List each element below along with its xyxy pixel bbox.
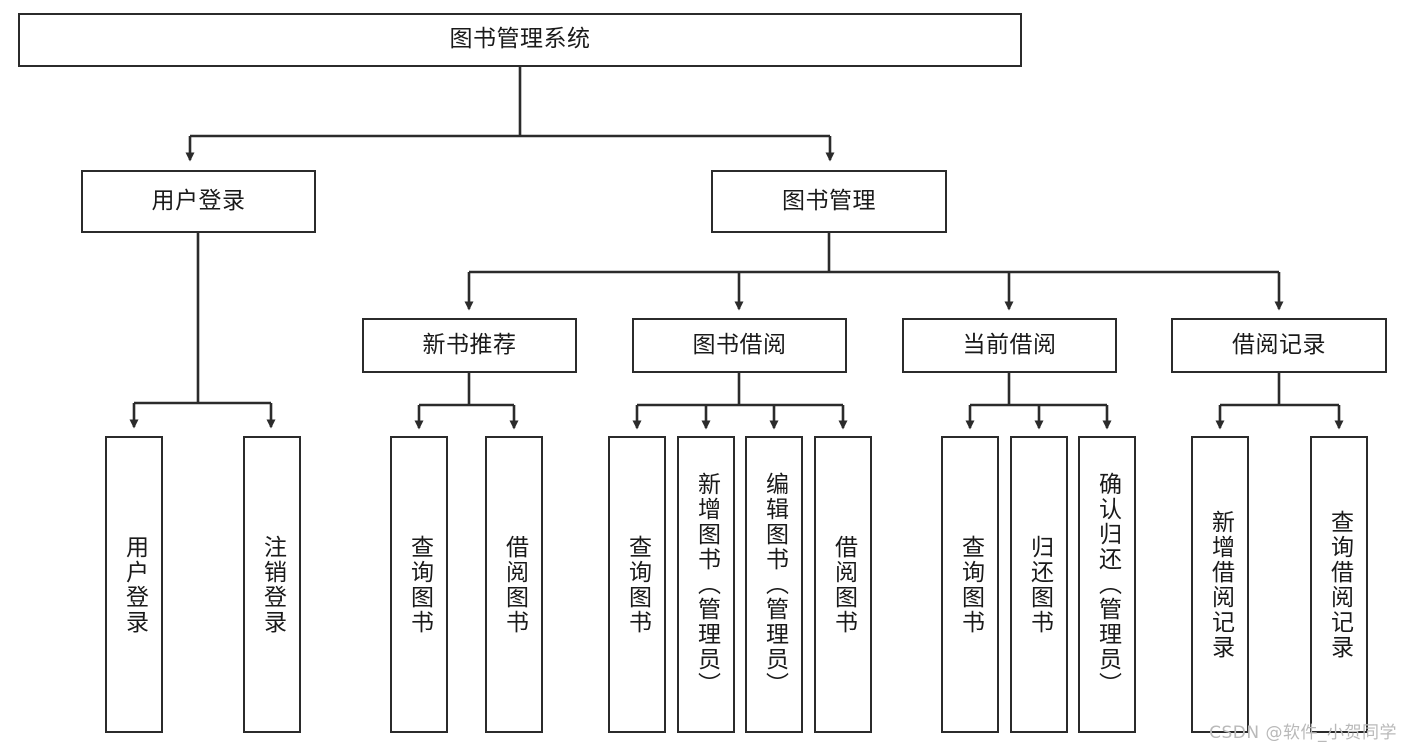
node-label: 查询图书	[624, 534, 651, 635]
node-label: 图书借阅	[692, 331, 787, 358]
node-leaf-borrow-book-1[interactable]: 借阅图书	[485, 436, 543, 733]
node-label: 借阅图书	[501, 534, 528, 635]
node-book-manage[interactable]: 图书管理	[711, 170, 947, 233]
node-label: 确认归还（管理员）	[1094, 472, 1121, 697]
node-label: 新增图书（管理员）	[693, 472, 720, 697]
node-label: 归还图书	[1026, 534, 1053, 635]
node-label: 用户登录	[151, 187, 246, 214]
node-label: 查询借阅记录	[1326, 509, 1353, 660]
node-leaf-user-login[interactable]: 用户登录	[105, 436, 163, 733]
node-leaf-logout-login[interactable]: 注销登录	[243, 436, 301, 733]
node-new-book-recommend[interactable]: 新书推荐	[362, 318, 577, 373]
node-label: 查询图书	[957, 534, 984, 635]
node-label: 编辑图书（管理员）	[761, 472, 788, 697]
node-borrow-record[interactable]: 借阅记录	[1171, 318, 1387, 373]
node-leaf-query-book-2[interactable]: 查询图书	[608, 436, 666, 733]
node-user-login[interactable]: 用户登录	[81, 170, 316, 233]
node-leaf-add-borrow-record[interactable]: 新增借阅记录	[1191, 436, 1249, 733]
node-leaf-edit-book-admin[interactable]: 编辑图书（管理员）	[745, 436, 803, 733]
node-leaf-borrow-book-2[interactable]: 借阅图书	[814, 436, 872, 733]
node-leaf-return-book[interactable]: 归还图书	[1010, 436, 1068, 733]
node-label: 图书管理系统	[449, 26, 591, 53]
node-label: 新增借阅记录	[1207, 509, 1234, 660]
node-leaf-add-book-admin[interactable]: 新增图书（管理员）	[677, 436, 735, 733]
node-leaf-confirm-return-admin[interactable]: 确认归还（管理员）	[1078, 436, 1136, 733]
node-root-book-management-system[interactable]: 图书管理系统	[18, 13, 1022, 67]
node-label: 借阅记录	[1232, 331, 1326, 358]
node-label: 注销登录	[259, 534, 286, 635]
node-label: 查询图书	[406, 534, 433, 635]
node-label: 新书推荐	[422, 331, 517, 358]
node-current-borrow[interactable]: 当前借阅	[902, 318, 1117, 373]
node-leaf-query-book-3[interactable]: 查询图书	[941, 436, 999, 733]
node-leaf-query-book-1[interactable]: 查询图书	[390, 436, 448, 733]
node-label: 当前借阅	[962, 331, 1057, 358]
node-book-borrow[interactable]: 图书借阅	[632, 318, 847, 373]
node-label: 图书管理	[782, 187, 876, 214]
node-label: 借阅图书	[830, 534, 857, 635]
node-leaf-query-borrow-record[interactable]: 查询借阅记录	[1310, 436, 1368, 733]
node-label: 用户登录	[121, 534, 148, 635]
